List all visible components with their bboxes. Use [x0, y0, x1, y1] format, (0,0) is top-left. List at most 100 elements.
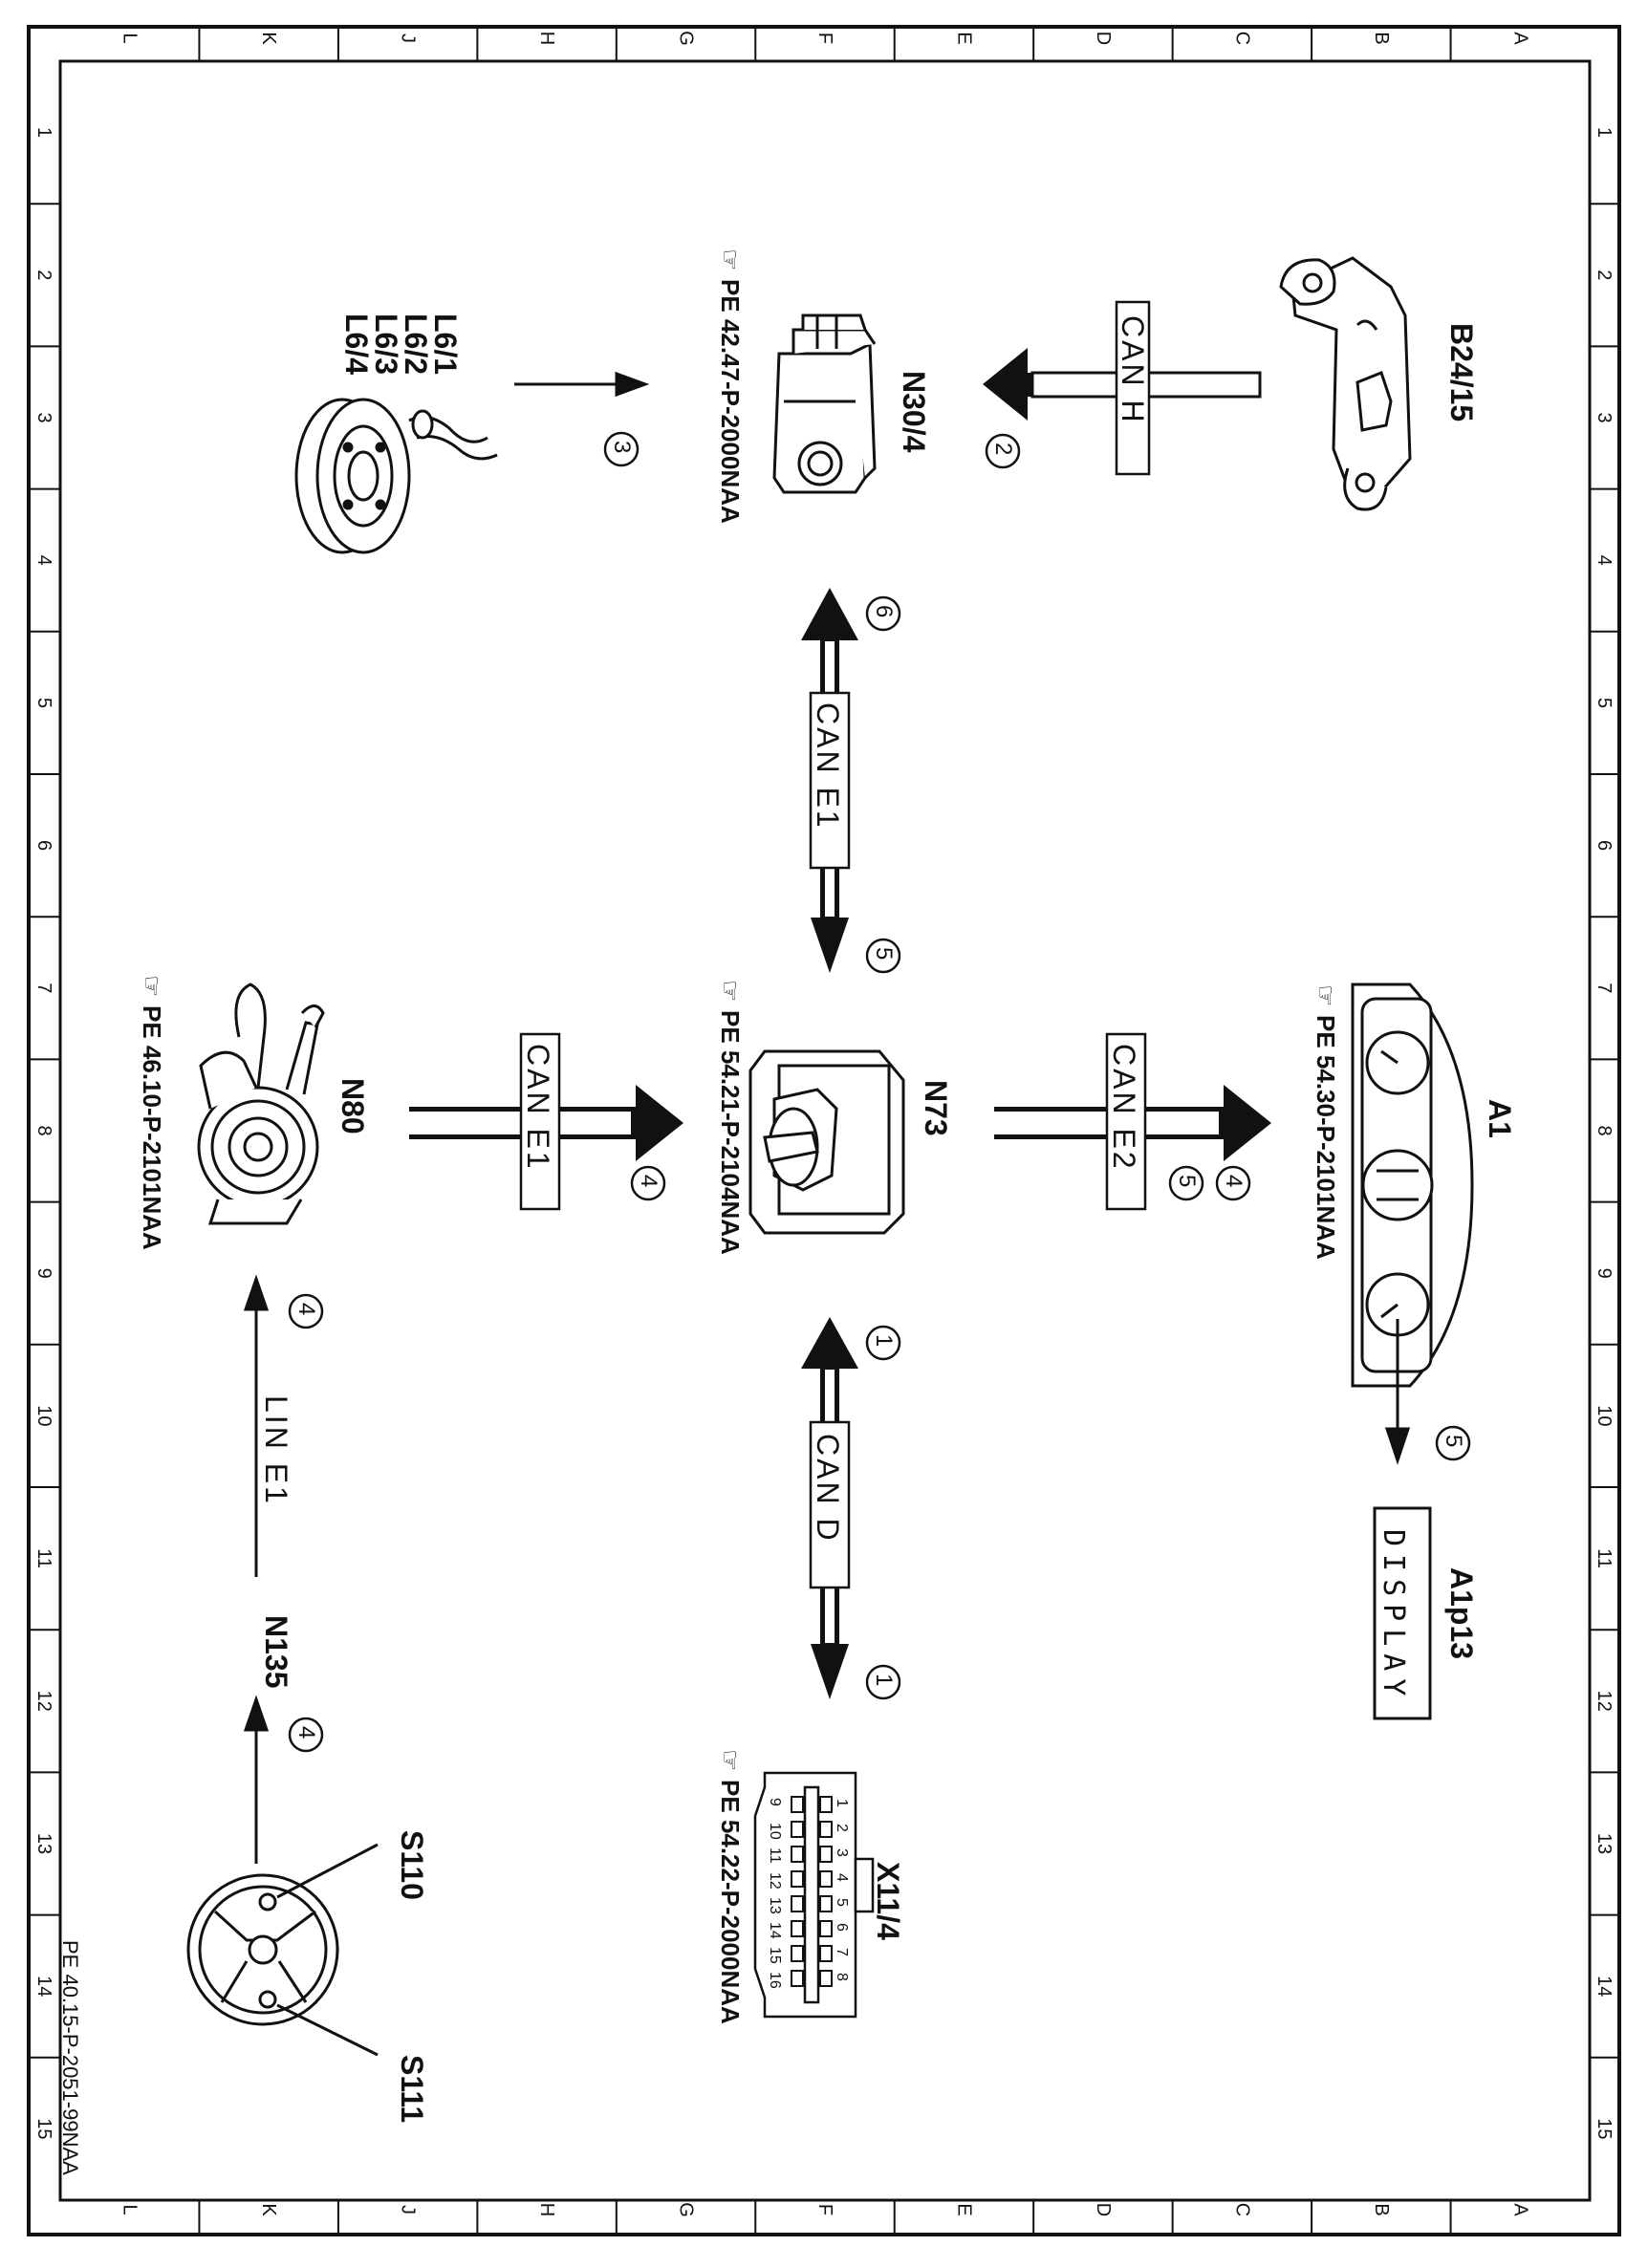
x11-pin-contact [791, 1870, 804, 1888]
frame-row-label-left: 3 [33, 412, 54, 422]
frame-row-label-left: 4 [33, 555, 54, 566]
frame-row-label-right: 14 [1594, 1976, 1615, 1997]
l6-4-label: L6/4 [339, 313, 374, 375]
frame-row-label-left: 11 [33, 1548, 54, 1568]
l6-speed-sensor-ring-icon [294, 398, 498, 554]
svg-text:4: 4 [293, 1303, 319, 1315]
x11-pin-contact [791, 1920, 804, 1937]
frame-row-label-right: 4 [1594, 555, 1615, 566]
svg-text:PE 54.30-P-2101NAA: PE 54.30-P-2101NAA [1312, 1015, 1340, 1260]
diagram-content: B24/15 CAN H 2 N30/4 ☞ PE 42.47-P-2000NA… [58, 248, 1517, 2175]
x11-pin-contact [791, 1796, 804, 1813]
frame-column-label-bottom: K [258, 2203, 279, 2216]
frame-row-label-right: 9 [1594, 1268, 1615, 1279]
frame-column-label-bottom: B [1371, 2203, 1392, 2215]
pointing-hand-icon: ☞ [716, 248, 745, 270]
frame-row-label-right: 15 [1594, 2118, 1615, 2139]
svg-text:PE 54.22-P-2000NAA: PE 54.22-P-2000NAA [716, 1780, 745, 2024]
x11-pin-contact [791, 1895, 804, 1912]
svg-text:6: 6 [871, 605, 897, 617]
lin-e1-label: LIN E1 [259, 1395, 293, 1506]
x11-pin-number: 12 [767, 1872, 783, 1890]
frame-column-label-top: H [536, 32, 557, 45]
n73-label: N73 [919, 1080, 953, 1136]
svg-text:PE 54.21-P-2104NAA: PE 54.21-P-2104NAA [716, 1010, 745, 1255]
frame-row-label-right: 12 [1594, 1691, 1615, 1712]
drawing-frame [27, 25, 1621, 2236]
frame-row-label-right: 7 [1594, 983, 1615, 993]
x11-pin-number: 2 [834, 1824, 850, 1832]
frame-column-label-top: J [398, 33, 419, 43]
l6-1-label: L6/1 [428, 313, 463, 375]
can-e2-label: CAN E2 [1107, 1044, 1141, 1172]
x11-pin-contact [819, 1895, 833, 1912]
l6-3-label: L6/3 [369, 313, 403, 375]
x11-pin-number: 5 [834, 1898, 850, 1907]
frame-column-label-bottom: C [1231, 2203, 1252, 2216]
frame-row-label-left: 10 [33, 1405, 54, 1426]
svg-text:2: 2 [990, 443, 1016, 455]
x11-pin-contact [819, 1870, 833, 1888]
svg-text:5: 5 [871, 947, 897, 960]
n80-label: N80 [336, 1078, 370, 1134]
lin-e1-arrow [243, 1274, 270, 1577]
s111-label: S111 [395, 2055, 429, 2123]
frame-row-label-left: 8 [33, 1125, 54, 1135]
n30-4-label: N30/4 [897, 371, 931, 453]
a1-instrument-cluster-icon [1351, 983, 1474, 1388]
svg-text:1: 1 [871, 1674, 897, 1686]
x11-pin-number: 4 [834, 1873, 850, 1882]
l6-2-label: L6/2 [399, 313, 433, 375]
frame-row-label-left: 12 [33, 1691, 54, 1712]
svg-text:5: 5 [1174, 1175, 1200, 1187]
x11-pin-number: 9 [767, 1798, 783, 1806]
x11-pin-contact [791, 1945, 804, 1962]
frame-row-label-right: 6 [1594, 840, 1615, 851]
svg-text:3: 3 [609, 441, 635, 453]
a1p13-label: A1p13 [1444, 1567, 1479, 1659]
x11-pin-number: 15 [767, 1947, 783, 1964]
step-marker-5-e2: 5 [1168, 1165, 1204, 1201]
frame-row-label-right: 10 [1594, 1405, 1615, 1426]
frame-column-label-bottom: D [1093, 2203, 1114, 2216]
can-d-label-box [809, 1420, 851, 1589]
can-h-label-box [1115, 300, 1151, 476]
step-marker-4-s110: 4 [288, 1717, 324, 1753]
step-marker-4-lin: 4 [288, 1293, 324, 1329]
step-marker-5-upper: 5 [865, 938, 901, 974]
a1-reference: ☞ PE 54.30-P-2101NAA [1312, 984, 1340, 1260]
n80-steering-column-module-icon [197, 983, 325, 1225]
frame-row-label-right: 2 [1594, 270, 1615, 280]
x11-pin-contact [819, 1970, 833, 1987]
svg-text:1: 1 [871, 1334, 897, 1347]
frame-column-label-bottom: E [953, 2203, 974, 2215]
svg-text:PE 42.47-P-2000NAA: PE 42.47-P-2000NAA [716, 279, 745, 524]
n73-reference: ☞ PE 54.21-P-2104NAA [716, 980, 745, 1255]
frame-row-label-left: 14 [33, 1976, 54, 1997]
frame-row-label-left: 2 [33, 270, 54, 280]
frame-row-label-right: 1 [1594, 127, 1615, 138]
step-marker-1-lower: 1 [865, 1664, 901, 1700]
n30-4-reference: ☞ PE 42.47-P-2000NAA [716, 248, 745, 524]
document-id: PE 40.15-P-2051-99NAA [58, 1940, 82, 2175]
x11-pin-contact [791, 1970, 804, 1987]
a1p13-display-text: DISPLAY [1377, 1529, 1410, 1703]
frame-row-label-right: 13 [1594, 1833, 1615, 1854]
frame-column-label-bottom: G [676, 2202, 697, 2217]
pointing-hand-icon: ☞ [1312, 984, 1340, 1006]
x11-pin-contact [819, 1846, 833, 1863]
s110-label: S110 [395, 1830, 429, 1900]
frame-column-label-top: F [814, 32, 835, 44]
can-e1-horizontal-label: CAN E1 [521, 1044, 555, 1172]
svg-text:PE 46.10-P-2101NAA: PE 46.10-P-2101NAA [138, 1005, 166, 1250]
frame-row-label-left: 6 [33, 840, 54, 851]
x11-pin-contact [819, 1945, 833, 1962]
frame-column-label-top: D [1093, 32, 1114, 45]
x11-pin-number: 10 [767, 1823, 783, 1840]
pointing-hand-icon: ☞ [716, 980, 745, 1002]
pointing-hand-icon: ☞ [138, 975, 166, 997]
x11-pin-contact [791, 1821, 804, 1838]
frame-row-label-left: 13 [33, 1833, 54, 1854]
